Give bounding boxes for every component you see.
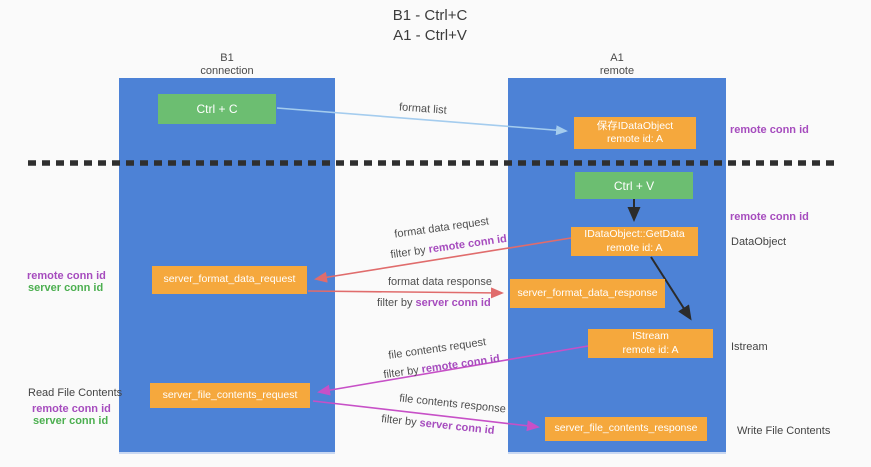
a1-column-header: A1 remote [508,52,726,78]
remote-conn-id-text: remote conn id [427,232,508,256]
read-file-contents-annotation: Read File Contents [28,387,123,399]
idataobject-getdata-line1: IDataObject::GetData [584,228,685,240]
remote-conn-id-annotation-left2: remote conn id [32,403,111,415]
server-format-data-request-box: server_format_data_request [152,266,307,294]
istream-annotation: Istream [731,341,768,353]
istream-box: IStream remote id: A [588,329,713,358]
title-line-1: B1 - Ctrl+C [392,7,468,24]
ctrl-c-label: Ctrl + C [196,102,238,116]
server-format-data-response-box: server_format_data_response [510,279,665,308]
diagram-title: B1 - Ctrl+C A1 - Ctrl+V [330,6,530,46]
a1-column-role: remote [599,65,635,77]
remote-conn-id-annotation-mid: remote conn id [730,211,809,223]
remote-conn-id-annotation-left1: remote conn id [27,270,106,282]
idataobject-getdata-box: IDataObject::GetData remote id: A [571,227,698,256]
filter-by-text: filter by [377,297,416,309]
server-file-contents-request-box: server_file_contents_request [150,383,310,408]
remote-conn-id-annotation-top: remote conn id [730,124,809,136]
format-data-response-label: format data response [388,276,492,288]
save-idataobject-line2: remote id: A [606,133,664,145]
filter-by-text: filter by [382,363,423,382]
b1-column-role: connection [200,65,254,77]
file-contents-response-label: file contents response [398,392,507,416]
save-idataobject-box: 保存IDataObject remote id: A [574,117,696,149]
format-data-response-filter-label: filter by server conn id [377,297,491,309]
server-conn-id-text: server conn id [415,297,491,309]
server-file-contents-request-label: server_file_contents_request [162,388,298,401]
dataobject-annotation: DataObject [731,236,787,248]
server-conn-id-annotation-left2: server conn id [33,415,109,427]
file-contents-response-filter-label: filter by server conn id [381,413,495,437]
server-conn-id-annotation-left1: server conn id [28,282,104,294]
server-format-data-request-label: server_format_data_request [163,273,296,286]
a1-column-name: A1 [610,52,624,64]
server-file-contents-response-box: server_file_contents_response [545,417,707,441]
server-conn-id-text: server conn id [418,417,496,437]
server-file-contents-response-label: server_file_contents_response [554,422,698,435]
istream-line2: remote id: A [622,343,679,356]
istream-line1: IStream [632,330,669,342]
format-data-response-arrow [307,287,504,299]
title-line-2: A1 - Ctrl+V [393,27,467,44]
filter-by-text: filter by [389,243,430,262]
format-list-label: format list [398,101,448,117]
server-format-data-response-label: server_format_data_response [517,286,658,299]
ctrl-c-box: Ctrl + C [158,94,276,124]
save-idataobject-line1: 保存IDataObject [596,119,674,132]
ctrl-v-box: Ctrl + V [575,172,693,199]
idataobject-getdata-line2: remote id: A [606,241,663,254]
write-file-contents-annotation: Write File Contents [737,425,831,437]
ctrl-v-label: Ctrl + V [613,178,655,193]
b1-column-header: B1 connection [119,52,335,78]
b1-column-name: B1 [220,52,234,64]
filter-by-text: filter by [380,413,421,430]
remote-conn-id-text: remote conn id [420,352,501,376]
